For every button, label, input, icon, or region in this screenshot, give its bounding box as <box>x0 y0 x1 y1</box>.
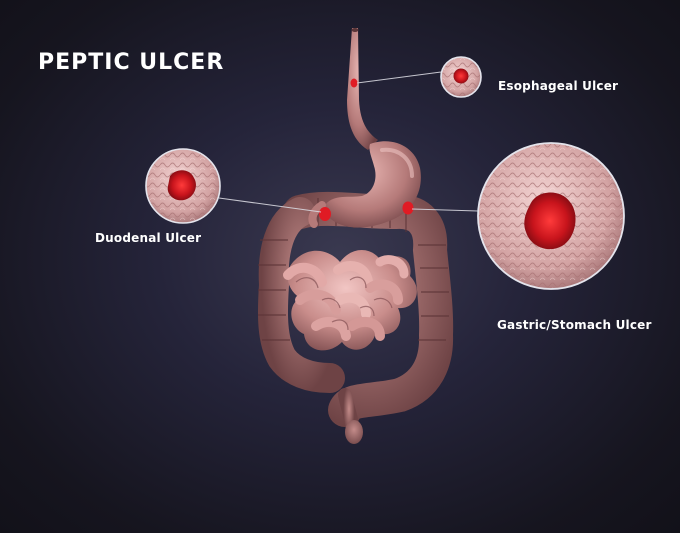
esophagus <box>347 28 378 150</box>
small-intestine <box>283 250 417 351</box>
duodenal-ulcer-magnifier <box>145 148 221 224</box>
duodenal-ulcer-label: Duodenal Ulcer <box>95 231 202 245</box>
ulcer-markers <box>319 78 414 221</box>
gastric-ulcer-label: Gastric/Stomach Ulcer <box>497 318 652 332</box>
stomach <box>308 141 421 228</box>
gastric-ulcer-magnifier <box>477 142 625 290</box>
esophageal-ulcer-magnifier <box>440 56 482 98</box>
page-title: PEPTIC ULCER <box>38 50 225 75</box>
esophageal-ulcer-label: Esophageal Ulcer <box>498 79 619 93</box>
leader-lines <box>218 71 479 213</box>
